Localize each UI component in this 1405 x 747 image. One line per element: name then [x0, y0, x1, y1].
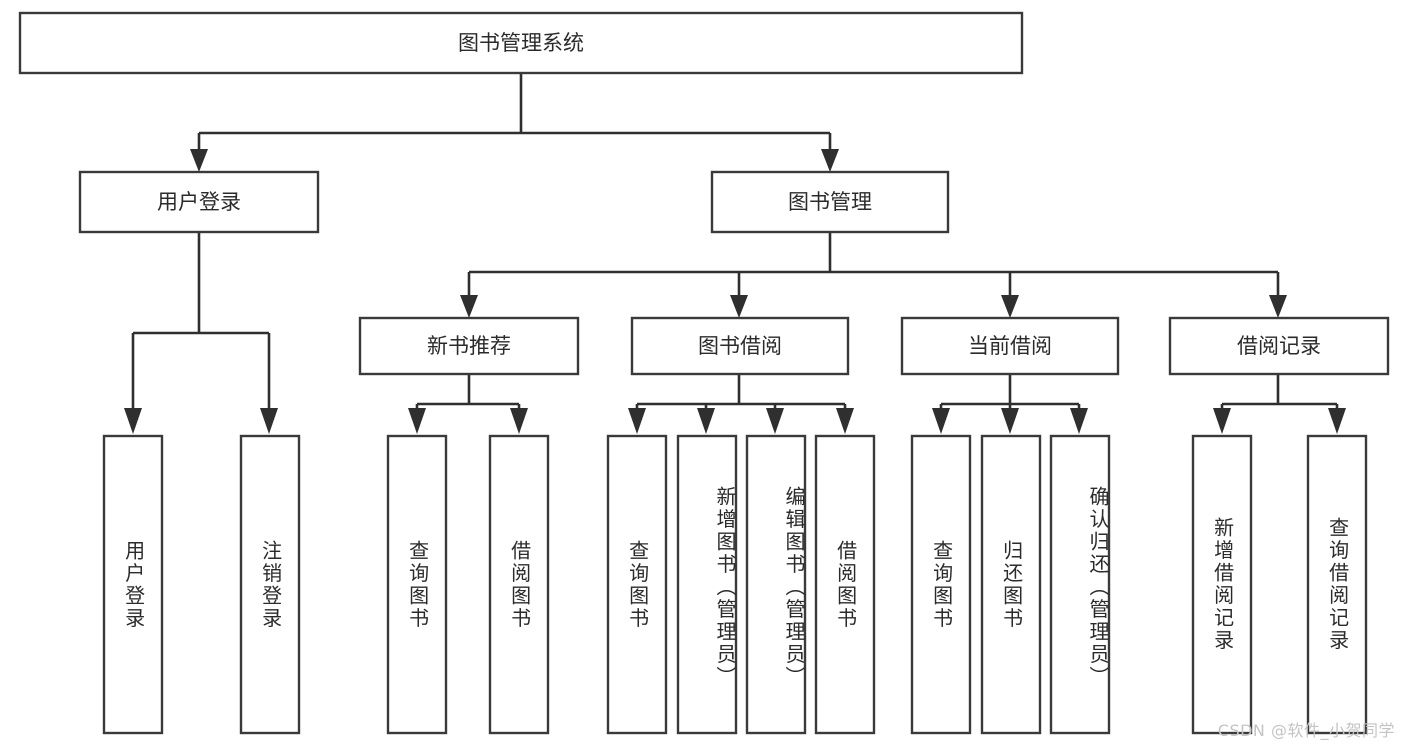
node-book-management-label: 图书管理	[788, 190, 872, 214]
node-root-label: 图书管理系统	[458, 31, 584, 55]
node-book-borrow[interactable]	[630, 316, 850, 376]
node-root[interactable]	[18, 11, 1024, 75]
node-borrow-record-label: 借阅记录	[1237, 334, 1321, 358]
arrow-head-leaf-add-book	[697, 408, 715, 434]
node-user-login[interactable]	[78, 170, 320, 234]
node-leaf-query-book-1[interactable]	[386, 434, 448, 735]
node-book-borrow-label: 图书借阅	[698, 334, 782, 358]
arrow-head-new-book-recommend	[460, 295, 478, 318]
arrow-head-user-login	[190, 149, 208, 172]
connectors-layer	[124, 73, 1346, 434]
arrow-head-leaf-return-book	[1001, 408, 1019, 434]
node-current-borrow[interactable]	[900, 316, 1120, 376]
node-leaf-return-book[interactable]	[980, 434, 1042, 735]
arrow-head-current-borrow	[1001, 295, 1019, 318]
arrow-head-leaf-query-book-3	[932, 408, 950, 434]
arrow-head-borrow-record	[1269, 295, 1287, 318]
node-new-book-recommend-label: 新书推荐	[427, 334, 511, 358]
node-current-borrow-label: 当前借阅	[968, 334, 1052, 358]
arrow-head-leaf-confirm-return	[1070, 408, 1088, 434]
csdn-watermark: CSDN @软件_小贺同学	[1217, 721, 1395, 740]
node-book-management[interactable]	[710, 170, 950, 234]
arrow-head-book-borrow	[730, 295, 748, 318]
arrow-head-leaf-borrow-book-1	[510, 408, 528, 434]
node-leaf-borrow-book-2[interactable]	[814, 434, 876, 735]
arrow-head-leaf-user-login	[124, 408, 142, 434]
arrow-head-leaf-logout-login	[260, 408, 278, 434]
node-leaf-query-book-2[interactable]	[606, 434, 668, 735]
node-leaf-query-book-3[interactable]	[910, 434, 972, 735]
arrow-head-leaf-query-book-1	[408, 408, 426, 434]
node-leaf-add-book[interactable]	[676, 434, 738, 735]
arrow-head-book-management	[821, 149, 839, 172]
node-borrow-record[interactable]	[1168, 316, 1390, 376]
arrow-head-leaf-add-record	[1213, 408, 1231, 434]
node-leaf-user-login[interactable]	[102, 434, 164, 735]
node-leaf-confirm-return[interactable]	[1049, 434, 1111, 735]
node-new-book-recommend[interactable]	[358, 316, 580, 376]
arrow-head-leaf-borrow-book-2	[836, 408, 854, 434]
node-user-login-label: 用户登录	[157, 190, 241, 214]
node-leaf-query-record[interactable]	[1306, 434, 1368, 735]
arrow-head-leaf-query-book-2	[628, 408, 646, 434]
arrow-head-leaf-edit-book	[766, 408, 784, 434]
node-leaf-edit-book[interactable]	[745, 434, 807, 735]
nodes-layer: 图书管理系统 用户登录 图书管理 新书推荐 图书借阅 当前借阅 借阅记录	[18, 11, 1390, 735]
node-leaf-logout-login[interactable]	[239, 434, 301, 735]
node-leaf-add-record[interactable]	[1191, 434, 1253, 735]
arrow-head-leaf-query-record	[1328, 408, 1346, 434]
node-leaf-borrow-book-1[interactable]	[488, 434, 550, 735]
